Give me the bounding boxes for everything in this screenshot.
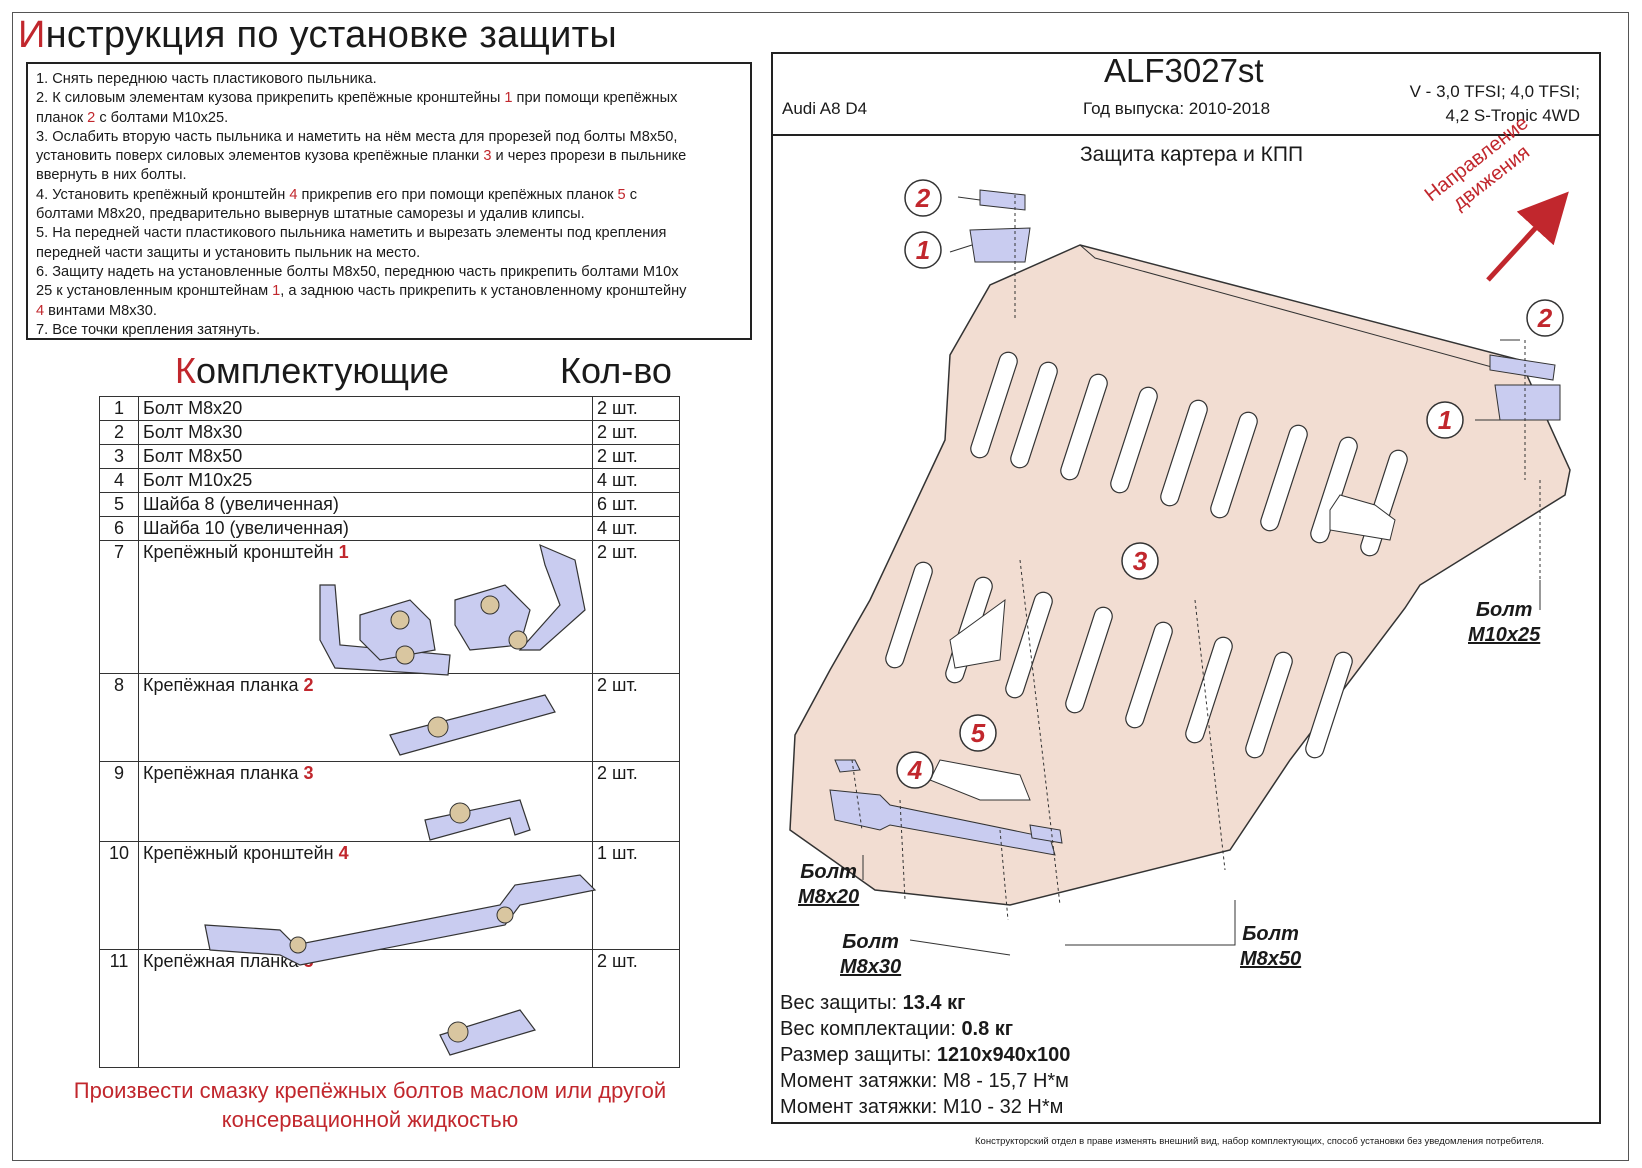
part-qty: 2 шт. [592, 761, 680, 842]
bracket-4-shape [829, 789, 1056, 856]
model-years: Год выпуска: 2010-2018 [1083, 99, 1271, 118]
instruction-line: передней части защиты и установить пыльн… [36, 244, 421, 261]
callout-label-3: 3 [1133, 546, 1148, 576]
instruction-line: 2. К силовым элементам кузова прикрепить… [36, 90, 678, 107]
callout-2-right [1526, 299, 1564, 337]
callout-5 [959, 714, 997, 752]
product-code: ALF3027st [1104, 52, 1264, 89]
instruction-line: 5. На передней части пластикового пыльни… [36, 225, 667, 242]
spec-line: Вес защиты: 13.4 кг [780, 992, 966, 1014]
skid-plate-shape [789, 244, 1571, 906]
part-name: Болт М8х30 [138, 420, 593, 445]
direction-arrow-icon [1486, 191, 1569, 282]
part-number: 3 [99, 444, 139, 469]
part-qty: 2 шт. [592, 673, 680, 762]
callout-label-2a: 2 [915, 183, 931, 213]
header-divider [771, 134, 1601, 136]
instruction-line: 25 к установленным кронштейнам 1, а задн… [36, 283, 687, 300]
callout-2-top [904, 179, 942, 217]
part-8-shape [389, 694, 556, 756]
page-title: Инструкция по установке защиты [18, 14, 617, 56]
part-name: Шайба 8 (увеличенная) [138, 492, 593, 517]
car-model: Audi A8 D4 [782, 99, 868, 118]
page-frame [12, 12, 1629, 1161]
part-qty: 2 шт. [592, 949, 680, 1068]
part-qty: 6 шт. [592, 492, 680, 517]
instruction-line: болтами М8х20, предварительно вывернув ш… [36, 206, 585, 223]
part-10-shape [204, 874, 597, 966]
part-qty: 2 шт. [592, 420, 680, 445]
quantity-heading: Кол-во [560, 350, 672, 391]
callout-1-right [1426, 401, 1464, 439]
plate-slots-lower [885, 561, 1353, 759]
part-qty: 2 шт. [592, 540, 680, 674]
instruction-line: установить поверх силовых элементов кузо… [36, 148, 687, 165]
callout-label-2b: 2 [1537, 303, 1553, 333]
callout-4 [896, 751, 934, 789]
lubrication-note: Произвести смазку крепёжных болтов масло… [73, 1078, 667, 1132]
spec-line: Момент затяжки: М10 - 32 Н*м [780, 1096, 1064, 1118]
disclaimer: Конструкторский отдел в праве изменять в… [975, 1136, 1545, 1147]
part-name: Крепёжная планка 5 [138, 949, 593, 1068]
callout-label-5: 5 [971, 718, 986, 748]
engine-list: V - 3,0 TFSI; 4,0 TFSI;4,2 S-Tronic 4WD [1409, 82, 1580, 125]
part-name: Шайба 10 (увеличенная) [138, 516, 593, 541]
callout-label-4: 4 [907, 755, 923, 785]
components-heading: Комплектующие [175, 350, 450, 391]
instruction-line: 1. Снять переднюю часть пластикового пыл… [36, 71, 377, 87]
instruction-line: 6. Защиту надеть на установленные болты … [36, 263, 679, 280]
instruction-line: 7. Все точки крепления затянуть. [36, 321, 261, 338]
callout-label-1b: 1 [1438, 405, 1452, 435]
instruction-line: 4 винтами М8х30. [36, 302, 157, 319]
part-number: 5 [99, 492, 139, 517]
callout-label-1a: 1 [916, 235, 930, 265]
instruction-line: 3. Ослабить вторую часть пыльника и наме… [36, 128, 678, 145]
spec-line: Момент затяжки: М8 - 15,7 Н*м [780, 1070, 1069, 1092]
callout-3 [1121, 542, 1159, 580]
part-qty: 4 шт. [592, 516, 680, 541]
part-number: 4 [99, 468, 139, 493]
part-name: Болт М8х50 [138, 444, 593, 469]
drawing-subtitle: Защита картера и КПП [1080, 143, 1304, 166]
part-number: 1 [99, 396, 139, 421]
specs-block: Вес защиты: 13.4 кг Вес комплектации: 0.8… [780, 990, 1070, 1120]
instruction-line: планок 2 с болтами М10х25. [36, 109, 229, 126]
callout-1-top [904, 231, 942, 269]
drawing-panel [771, 52, 1601, 1124]
part-qty: 2 шт. [592, 396, 680, 421]
part-9-shape [424, 799, 531, 841]
spec-line: Вес комплектации: 0.8 кг [780, 1018, 1014, 1040]
instruction-line: 4. Установить крепёжный кронштейн 4 прик… [36, 186, 637, 203]
part-11-shape [439, 1009, 536, 1056]
instructions-box: 1. Снять переднюю часть пластикового пыл… [26, 62, 752, 340]
part-7b-shape [518, 543, 586, 651]
instruction-line: ввернуть в них болты. [36, 167, 187, 184]
plate-slots-upper [970, 351, 1408, 557]
spec-line: Размер защиты: 1210х940х100 [780, 1044, 1071, 1066]
